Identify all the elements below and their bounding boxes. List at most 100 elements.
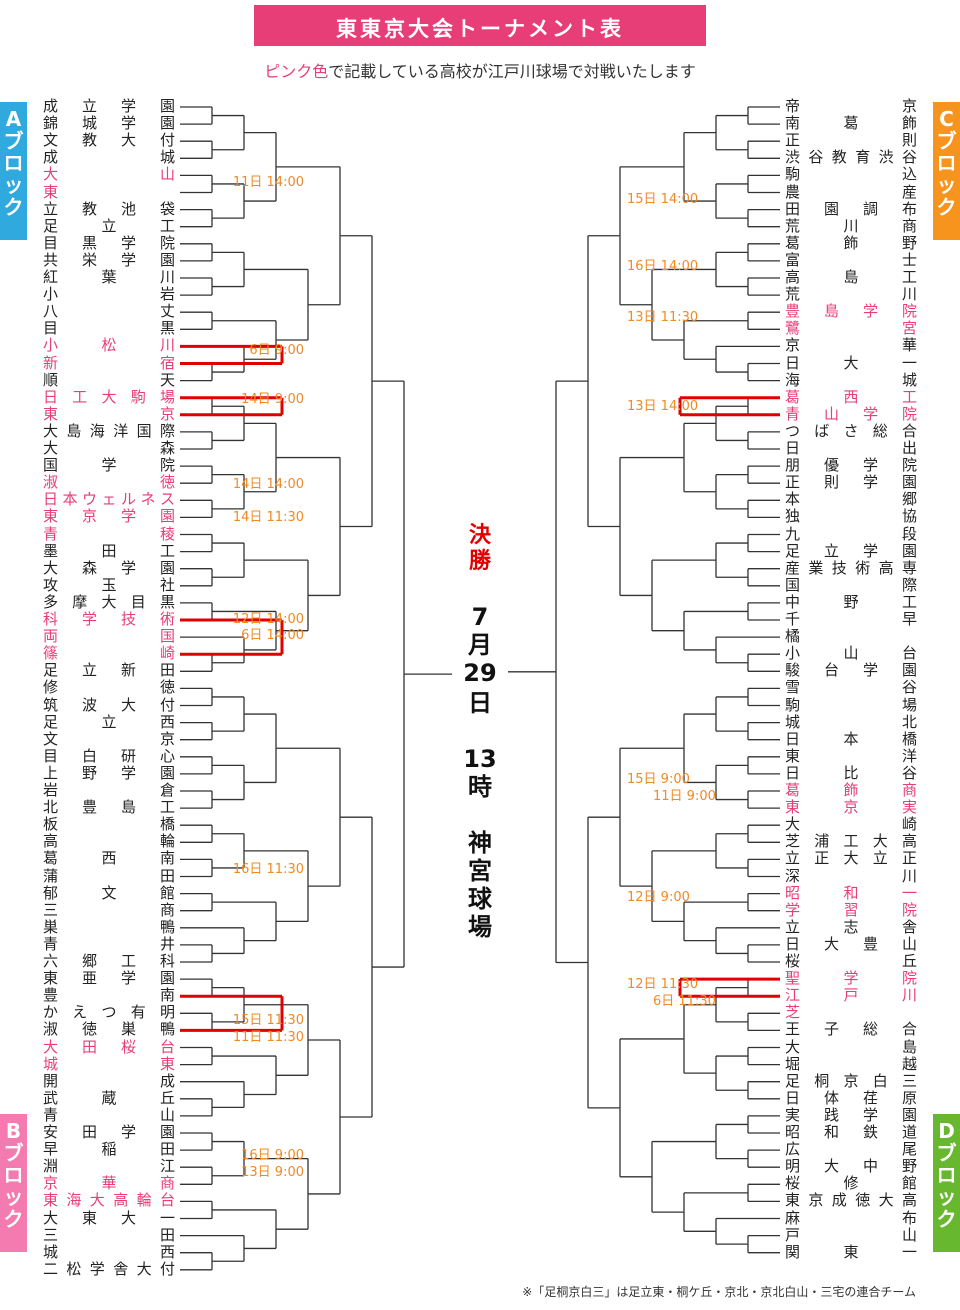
right-team-row: 日比谷 xyxy=(785,763,917,782)
block-tab-char: ブ xyxy=(3,1141,24,1165)
left-team-row: 城西 xyxy=(43,1242,175,1261)
left-team-row: 淑徳 xyxy=(43,473,175,492)
schedule-label: 13日 11:30 xyxy=(627,310,699,325)
final-info-char: 7 xyxy=(471,603,489,631)
block-tab-char: A xyxy=(5,107,22,131)
left-team-row: 東亜学園 xyxy=(43,969,175,988)
right-team-row: 九段 xyxy=(785,524,917,543)
right-team-row: 芝 xyxy=(785,1003,801,1022)
final-info-char: 場 xyxy=(468,913,492,941)
left-team-row: 多摩大目黒 xyxy=(43,592,175,611)
right-team-row: 田園調布 xyxy=(785,199,917,218)
schedule-label: 6日 11:30 xyxy=(653,994,716,1009)
right-team-row: 日本橋 xyxy=(785,729,917,748)
left-team-row: 文京 xyxy=(43,729,175,748)
left-team-row: 立教池袋 xyxy=(43,199,175,218)
final-info-char: 時 xyxy=(468,773,492,801)
right-team-row: 富士 xyxy=(785,250,917,269)
right-team-row: 江戸川 xyxy=(785,986,917,1005)
final-info-char: 13 xyxy=(463,745,497,773)
left-team-row: 筑波大付 xyxy=(43,695,175,714)
right-team-row: つばさ総合 xyxy=(785,421,917,440)
schedule-label: 6日 9:00 xyxy=(249,343,304,358)
final-info-char: 宮 xyxy=(468,857,492,885)
right-team-row: 麻布 xyxy=(785,1208,917,1227)
schedule-label: 15日 11:30 xyxy=(232,1013,304,1028)
left-team-row: 新宿 xyxy=(43,353,175,372)
schedule-label: 14日 9:00 xyxy=(241,392,304,407)
right-team-row: 聖学院 xyxy=(785,969,917,988)
schedule-label: 15日 14:00 xyxy=(627,192,699,207)
right-team-row: 朋優学院 xyxy=(785,456,917,475)
right-team-row: 京華 xyxy=(785,336,917,355)
right-team-row: 明大中野 xyxy=(785,1157,917,1176)
block-tab-char: C xyxy=(939,107,954,131)
block-tab-char: ッ xyxy=(3,1185,24,1209)
right-team-row: 南葛飾 xyxy=(785,114,917,133)
left-team-row: 東 xyxy=(43,182,59,201)
right-team-row: 日出 xyxy=(785,439,917,457)
block-tab-char: ク xyxy=(3,195,24,219)
left-team-row: 淑徳巣鴨 xyxy=(43,1020,175,1039)
left-team-row: 文教大付 xyxy=(43,131,175,150)
block-tab-char: ク xyxy=(3,1207,24,1231)
left-team-row: 京華商 xyxy=(43,1174,175,1193)
left-team-row: 武蔵丘 xyxy=(43,1088,175,1107)
right-team-row: 橘 xyxy=(785,627,801,646)
schedule-label: 14日 11:30 xyxy=(232,510,304,525)
left-team-row: 北豊島工 xyxy=(43,798,175,817)
left-team-row: 大島海洋国際 xyxy=(43,421,175,440)
page-title: 東東京大会トーナメント表 xyxy=(336,17,624,41)
left-team-row: 足立西 xyxy=(43,712,175,731)
final-info-char: 29 xyxy=(463,659,497,687)
title-banner: 東東京大会トーナメント表 xyxy=(254,5,706,46)
left-team-row: 篠崎 xyxy=(43,644,175,663)
schedule-label: 16日 9:00 xyxy=(241,1148,304,1163)
left-team-row: 共栄学園 xyxy=(43,250,175,269)
right-team-row: 正則学園 xyxy=(785,473,917,492)
right-team-row: 海城 xyxy=(785,370,917,389)
left-team-row: 巣鴨 xyxy=(43,917,175,936)
left-team-row: 成立学園 xyxy=(43,97,175,115)
block-tab-char: ッ xyxy=(936,173,957,197)
right-team-row: 桜丘 xyxy=(785,952,917,970)
right-team-row: 農産 xyxy=(785,182,917,201)
left-team-row: 両国 xyxy=(43,627,175,646)
right-team-row: 日大豊山 xyxy=(785,934,917,953)
right-team-row: 東洋 xyxy=(785,746,917,765)
block-tab-char: ク xyxy=(936,195,957,219)
schedule-label: 13日 14:00 xyxy=(627,399,699,414)
left-team-row: 三田 xyxy=(43,1225,175,1244)
right-team-row: 高島工 xyxy=(785,268,917,286)
right-team-row: 昭和一 xyxy=(785,883,917,902)
right-team-row: 駒込 xyxy=(785,165,917,184)
final-info-char: 球 xyxy=(468,885,492,913)
schedule-label: 12日 9:00 xyxy=(627,890,690,905)
left-team-row: 小岩 xyxy=(43,285,175,304)
right-team-row: 大島 xyxy=(785,1037,917,1056)
subtitle: ピンク色で記載している高校が江戸川球場で対戦いたします xyxy=(0,58,960,82)
right-team-row: 産業技術高専 xyxy=(785,558,917,577)
right-team-row: 国際 xyxy=(785,575,917,594)
right-team-row: 葛西工 xyxy=(785,387,917,406)
left-team-row: 青稜 xyxy=(43,524,175,543)
right-team-row: 足桐京白三 xyxy=(785,1071,917,1090)
left-team-row: 青井 xyxy=(43,934,175,953)
left-team-row: 国学院 xyxy=(43,456,175,475)
schedule-label: 14日 14:00 xyxy=(232,477,304,492)
right-team-row: 東京成徳大高 xyxy=(785,1191,917,1210)
left-team-row: 東海大高輪台 xyxy=(43,1191,175,1210)
right-team-row: 日大一 xyxy=(785,353,917,372)
schedule-label: 11日 9:00 xyxy=(653,789,716,804)
left-team-row: 早稲田 xyxy=(43,1140,175,1159)
left-team-row: 六郷工科 xyxy=(43,952,175,970)
left-team-row: 目黒学院 xyxy=(43,233,175,252)
left-team-row: 足立工 xyxy=(43,216,175,235)
left-team-row: 大東大一 xyxy=(43,1208,175,1227)
schedule-label: 15日 9:00 xyxy=(627,772,690,787)
left-team-row: かえつ有明 xyxy=(43,1003,175,1022)
right-team-row: 正則 xyxy=(785,131,917,150)
